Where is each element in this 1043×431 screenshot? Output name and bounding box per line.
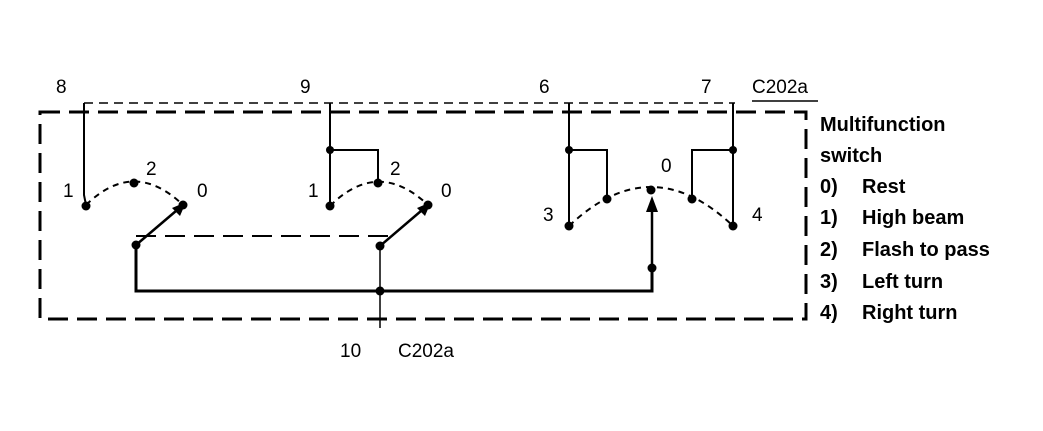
legend-num-1: 1): [820, 207, 838, 229]
switch1-contact-0: [178, 200, 188, 210]
switch1-contact-2: [129, 178, 139, 188]
switch3-junction-6: [565, 146, 573, 154]
switch1-arc: [85, 180, 184, 206]
legend-num-4: 4): [820, 302, 838, 324]
switch3-junction-7: [729, 146, 737, 154]
switch3-contact-r: [687, 194, 697, 204]
switch2-junction: [326, 146, 334, 154]
pin-label-6: 6: [539, 77, 550, 98]
connector-label-bottom: C202a: [398, 341, 454, 362]
pin-label-10: 10: [340, 341, 361, 362]
pin-label-9: 9: [300, 77, 311, 98]
bus-junction: [375, 286, 385, 296]
connector-label-top: C202a: [752, 77, 808, 98]
switch2-label-0: 0: [441, 181, 452, 202]
common-bus: [134, 245, 654, 293]
legend: Multifunction switch 0) Rest 1) High bea…: [820, 114, 990, 324]
switch2-contact-1: [325, 201, 335, 211]
wire-pin7-branch: [691, 149, 733, 199]
switch3-contact-l: [602, 194, 612, 204]
wire-pin8: [83, 103, 87, 206]
switch2-contact-0: [423, 200, 433, 210]
switch3-label-3: 3: [543, 205, 554, 226]
switch2-label-1: 1: [308, 181, 319, 202]
legend-num-2: 2): [820, 239, 838, 261]
switch3-label-0: 0: [661, 156, 672, 177]
legend-num-3: 3): [820, 271, 838, 293]
legend-text-3: Left turn: [862, 271, 943, 293]
switch3-label-4: 4: [752, 205, 763, 226]
legend-num-0: 0): [820, 176, 838, 198]
pin-label-7: 7: [701, 77, 712, 98]
switch1-label-0: 0: [197, 181, 208, 202]
legend-title-line1: Multifunction: [820, 114, 946, 136]
switch3-contact-4: [728, 221, 738, 231]
legend-text-4: Right turn: [862, 302, 958, 324]
switch-enclosure: [38, 110, 808, 321]
switch1-wiper: [135, 204, 184, 246]
switch3-contact-0: [646, 185, 656, 195]
switch2-contact-2: [373, 178, 383, 188]
legend-text-2: Flash to pass: [862, 239, 990, 261]
switch1-label-2: 2: [146, 159, 157, 180]
switch-2: [325, 103, 433, 251]
wire-pin9-branch: [330, 149, 379, 183]
switch1-label-1: 1: [63, 181, 74, 202]
switch-1: [81, 103, 188, 250]
wire-pin6-branch: [569, 149, 608, 199]
switch2-wiper: [379, 204, 429, 247]
legend-text-1: High beam: [862, 207, 964, 229]
legend-text-0: Rest: [862, 176, 906, 198]
switch3-arrow: [646, 196, 658, 212]
switch-3: [564, 103, 738, 273]
switch2-label-2: 2: [390, 159, 401, 180]
pin-label-8: 8: [56, 77, 67, 98]
switch3-contact-3: [564, 221, 574, 231]
switch1-contact-1: [81, 201, 91, 211]
legend-title-line2: switch: [820, 145, 882, 167]
